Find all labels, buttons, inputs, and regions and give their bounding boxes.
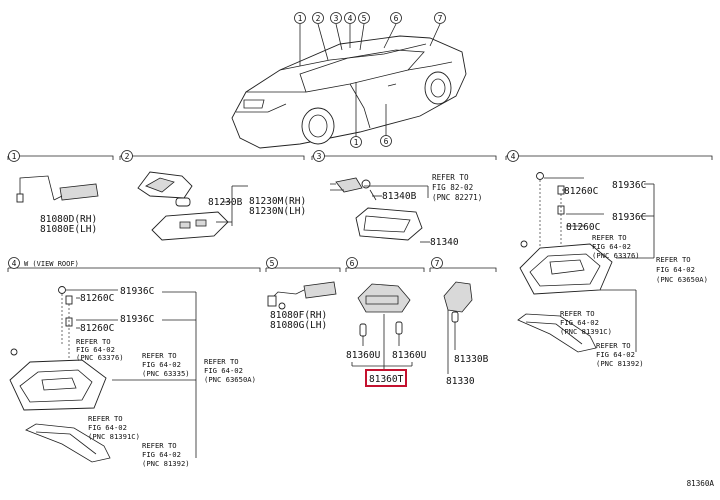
- part-81360t[interactable]: 81360T: [369, 374, 404, 385]
- svg-text:(PNC 81391C): (PNC 81391C): [560, 327, 612, 336]
- svg-text:81260C: 81260C: [564, 186, 598, 197]
- svg-text:4: 4: [511, 152, 516, 161]
- svg-text:REFER TO: REFER TO: [656, 255, 691, 264]
- svg-text:W (VIEW ROOF): W (VIEW ROOF): [24, 260, 79, 268]
- svg-text:5: 5: [270, 259, 275, 268]
- callout-7: 7: [438, 14, 443, 23]
- callout-3: 3: [334, 14, 339, 23]
- callout-2: 2: [316, 14, 321, 23]
- svg-text:(PNC 63650A): (PNC 63650A): [204, 375, 256, 384]
- svg-text:REFER TO: REFER TO: [142, 441, 177, 450]
- svg-text:REFER TO: REFER TO: [596, 341, 631, 350]
- svg-text:81936C: 81936C: [120, 286, 154, 297]
- section-frames: [7, 155, 713, 272]
- section-5-personal-lamp-wire: 81080F(RH) 81080G(LH): [267, 281, 337, 331]
- svg-text:81260C: 81260C: [80, 293, 114, 304]
- svg-text:6: 6: [350, 259, 355, 268]
- svg-text:81230M(RH): 81230M(RH): [249, 196, 306, 207]
- svg-text:(PNC 82271): (PNC 82271): [432, 193, 482, 202]
- svg-text:FIG 64-02: FIG 64-02: [656, 265, 695, 274]
- svg-text:1: 1: [354, 138, 359, 147]
- svg-text:FIG 64-02: FIG 64-02: [76, 345, 115, 354]
- section-callouts: 1 2 3 4 4 W (VIEW ROOF) 5 6 7: [8, 150, 519, 269]
- svg-text:2: 2: [125, 152, 130, 161]
- svg-text:81360U: 81360U: [392, 350, 427, 361]
- svg-text:REFER TO: REFER TO: [76, 337, 111, 346]
- svg-text:81340B: 81340B: [382, 191, 417, 202]
- callout-5: 5: [362, 14, 367, 23]
- svg-text:REFER TO: REFER TO: [560, 309, 595, 318]
- svg-text:FIG 82-02: FIG 82-02: [432, 183, 473, 192]
- svg-text:4: 4: [12, 259, 17, 268]
- section-8-overhead-console: 81260C 81936C 81936C 81260C REFER TO FIG…: [517, 172, 708, 368]
- section-4-overhead-console: 81260C 81936C 81936C 81260C REFER TO FIG…: [9, 286, 256, 468]
- svg-text:(PNC 81391C): (PNC 81391C): [88, 432, 140, 441]
- svg-text:81080E(LH): 81080E(LH): [40, 224, 97, 235]
- top-callout-leaders: [299, 23, 441, 138]
- part-81230b: 81230B: [208, 197, 243, 208]
- svg-text:81360U: 81360U: [346, 350, 381, 361]
- section-1-vanity-lamp-wire: 81080D(RH) 81080E(LH): [16, 175, 99, 235]
- svg-text:FIG 64-02: FIG 64-02: [596, 350, 635, 359]
- section-3-dome-lamp: 81340B 81340 REFER TO FIG 82-02 (PNC 822…: [330, 173, 482, 248]
- svg-text:FIG 64-02: FIG 64-02: [592, 242, 631, 251]
- svg-text:3: 3: [317, 152, 322, 161]
- callout-6: 6: [394, 14, 399, 23]
- svg-text:FIG 64-02: FIG 64-02: [560, 318, 599, 327]
- section-2-vanity-lamp: 81230M(RH) 81230N(LH): [137, 171, 306, 241]
- svg-text:REFER TO: REFER TO: [592, 233, 627, 242]
- svg-text:7: 7: [435, 259, 440, 268]
- section-7-room-lamp: 81330B 81330: [443, 281, 489, 387]
- svg-text:FIG 64-02: FIG 64-02: [88, 423, 127, 432]
- svg-text:REFER TO: REFER TO: [88, 414, 123, 423]
- svg-text:81330: 81330: [446, 376, 475, 387]
- svg-text:FIG 64-02: FIG 64-02: [204, 366, 243, 375]
- svg-text:FIG 64-02: FIG 64-02: [142, 360, 181, 369]
- svg-text:81936C: 81936C: [120, 314, 154, 325]
- svg-text:(PNC 63650A): (PNC 63650A): [656, 275, 708, 284]
- svg-text:81080G(LH): 81080G(LH): [270, 320, 327, 331]
- svg-text:REFER TO: REFER TO: [204, 357, 239, 366]
- svg-text:(PNC 81392): (PNC 81392): [596, 359, 644, 368]
- svg-text:(PNC 63335): (PNC 63335): [142, 369, 190, 378]
- svg-text:81340: 81340: [430, 237, 459, 248]
- svg-text:81260C: 81260C: [566, 222, 600, 233]
- diagram-id: 81360A: [687, 479, 715, 488]
- svg-text:81936C: 81936C: [612, 180, 646, 191]
- svg-text:81330B: 81330B: [454, 354, 489, 365]
- svg-text:81080F(RH): 81080F(RH): [270, 310, 327, 321]
- svg-text:REFER TO: REFER TO: [142, 351, 177, 360]
- svg-text:1: 1: [12, 152, 17, 161]
- top-callouts: 1 2 3 4 5 6 7 1 6: [294, 12, 446, 148]
- svg-text:81260C: 81260C: [80, 323, 114, 334]
- svg-text:81230N(LH): 81230N(LH): [249, 206, 306, 217]
- svg-text:FIG 64-02: FIG 64-02: [142, 450, 181, 459]
- callout-1: 1: [298, 14, 303, 23]
- highlight-81360t: [365, 369, 407, 387]
- svg-text:81936C: 81936C: [612, 212, 646, 223]
- svg-text:6: 6: [384, 137, 389, 146]
- callout-4: 4: [348, 14, 353, 23]
- svg-text:81080D(RH): 81080D(RH): [40, 214, 97, 225]
- svg-text:(PNC 63376): (PNC 63376): [592, 251, 640, 260]
- section-6-map-lamp: 81360U 81360U 81360T: [346, 283, 427, 387]
- vehicle-illustration: [231, 35, 467, 149]
- svg-text:(PNC 81392): (PNC 81392): [142, 459, 190, 468]
- svg-text:REFER TO: REFER TO: [432, 173, 469, 182]
- svg-text:(PNC 63376): (PNC 63376): [76, 353, 124, 362]
